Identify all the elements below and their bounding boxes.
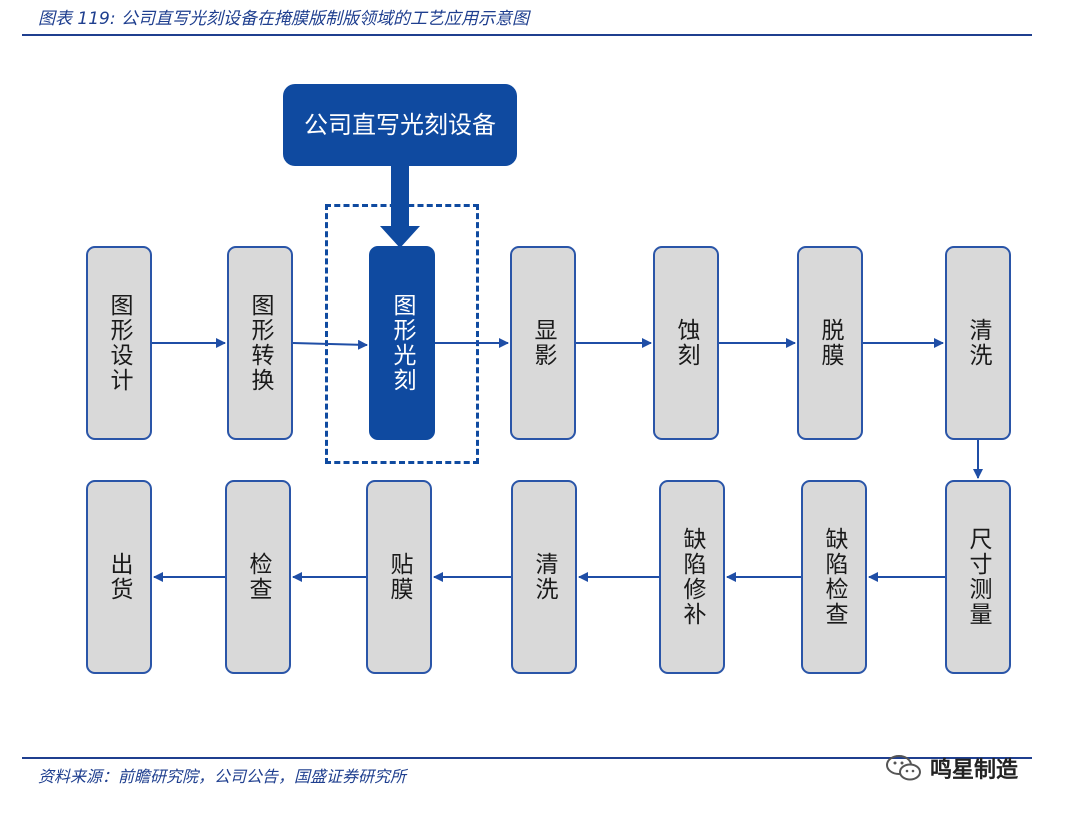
source-note: 资料来源：前瞻研究院，公司公告，国盛证券研究所 [38,767,407,786]
step-etch: 蚀刻 [653,246,719,440]
step-clean-2: 清洗 [511,480,577,674]
step-dimension-measure: 尺寸测量 [945,480,1011,674]
step-inspect: 检查 [225,480,291,674]
step-defect-inspect: 缺陷检查 [801,480,867,674]
step-pattern-lithography: 图形光刻 [369,246,435,440]
device-down-arrow [380,166,420,248]
step-pattern-conversion: 图形转换 [227,246,293,440]
step-strip: 脱膜 [797,246,863,440]
direct-write-device-box: 公司直写光刻设备 [283,84,517,166]
step-develop: 显影 [510,246,576,440]
arrow-2 [292,339,368,350]
watermark-text: 鸣星制造 [930,758,1019,783]
figure-caption: 图表 119: 公司直写光刻设备在掩膜版制版领域的工艺应用示意图 [38,9,529,29]
step-defect-repair: 缺陷修补 [659,480,725,674]
step-pellicle: 贴膜 [366,480,432,674]
step-pattern-design: 图形设计 [86,246,152,440]
bottom-rule [22,757,1032,759]
top-rule [22,34,1032,36]
step-ship: 出货 [86,480,152,674]
step-clean-1: 清洗 [945,246,1011,440]
watermark: 鸣星制造 [884,752,1018,784]
wechat-icon [886,755,921,781]
